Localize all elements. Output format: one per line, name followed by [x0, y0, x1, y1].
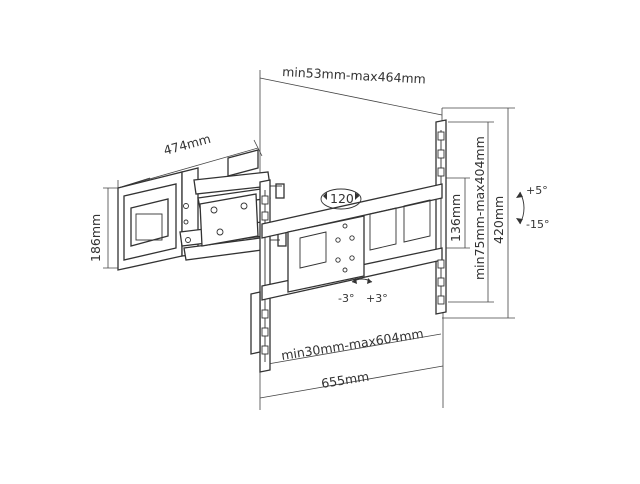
- dimension-lines: [103, 70, 515, 410]
- tilt-up-label: +5°: [526, 184, 548, 197]
- swivel-angle-label: 120°: [330, 191, 360, 206]
- vesa-horizontal-range-label: min30mm-max604mm: [280, 326, 424, 363]
- extension-range-label: min53mm-max464mm: [282, 64, 426, 87]
- rotate-arrows: [351, 278, 373, 284]
- wall-plate-height-label: 186mm: [88, 214, 103, 262]
- articulating-arms: [179, 149, 287, 261]
- tilt-down-label: -15°: [526, 218, 549, 231]
- rotate-right-label: +3°: [366, 292, 388, 305]
- inner-height-label: 136mm: [448, 194, 463, 242]
- tilt-arrow: [516, 191, 525, 225]
- rotate-left-label: -3°: [338, 292, 354, 305]
- profile-width-label: 474mm: [162, 131, 212, 158]
- bracket-width-label: 655mm: [320, 369, 370, 391]
- vesa-vertical-range-label: min75mm-max404mm: [472, 136, 487, 280]
- wall-plate: [117, 167, 199, 271]
- swivel-indicator: [320, 188, 362, 210]
- tv-bracket: [250, 119, 447, 373]
- bracket-height-label: 420mm: [491, 196, 506, 244]
